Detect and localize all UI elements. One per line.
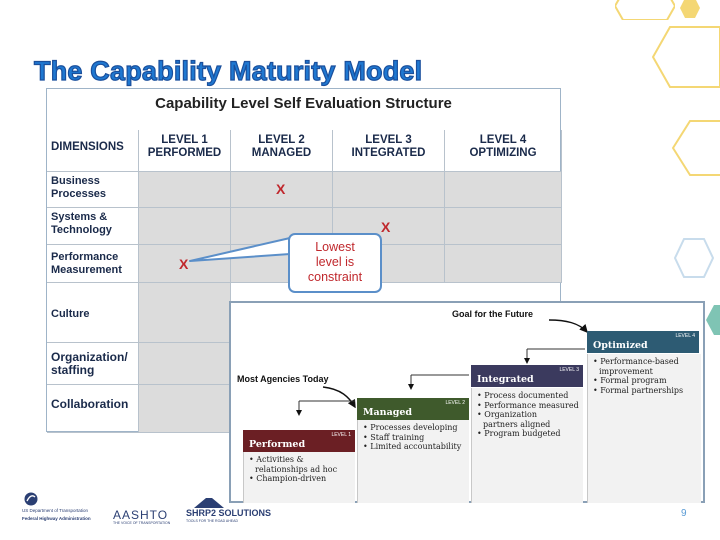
mark-business-processes-level-2: X: [276, 181, 286, 197]
callout-pointer: [189, 237, 291, 262]
step-performed-bullets: • Activities & relationships ad hoc • Ch…: [243, 452, 355, 503]
shrp2-logo: SHRP2 SOLUTIONS TOOLS FOR THE ROAD AHEAD: [186, 498, 272, 526]
step-optimized-bullets: • Performance-based improvement • Formal…: [587, 354, 701, 503]
maturity-staircase-diagram: Goal for the Future Most Agencies Today …: [229, 301, 705, 503]
hexagon-decoration-right-teal: [706, 305, 720, 335]
fhwa-text: Federal Highway Administration: [22, 516, 91, 521]
aashto-logo: AASHTO THE VOICE OF TRANSPORTATION: [113, 496, 177, 526]
hexagon-decoration-right-3: [674, 238, 714, 278]
row-culture: Culture: [47, 283, 139, 343]
shrp2-tagline: TOOLS FOR THE ROAD AHEAD: [186, 519, 238, 523]
page-number: 9: [681, 508, 687, 519]
lowest-level-callout: Lowest level is constraint: [288, 233, 382, 293]
aashto-text: AASHTO: [113, 508, 169, 522]
capability-evaluation-table: Capability Level Self Evaluation Structu…: [46, 88, 562, 433]
slide-title: The Capability Maturity Model: [33, 55, 423, 86]
row-organization-staffing: Organization/staffing: [47, 343, 139, 385]
hexagon-decoration-top-right: [680, 0, 700, 18]
mark-systems-technology-level-3: X: [381, 219, 391, 235]
step-integrated-bullets: • Process documented • Performance measu…: [471, 388, 583, 503]
row-systems-technology: Systems &Technology: [47, 208, 139, 245]
usdot-emblem-icon: [24, 492, 38, 506]
dimensions-header: DIMENSIONS: [47, 130, 139, 172]
step-managed-header: Managed LEVEL 2: [357, 398, 469, 420]
step-integrated-header: Integrated LEVEL 3: [471, 365, 583, 387]
shrp2-road-icon: [194, 498, 224, 508]
hexagon-decoration-right-1: [652, 26, 720, 88]
hexagon-decoration-top: [615, 0, 675, 20]
shrp2-text: SHRP2 SOLUTIONS: [186, 508, 272, 518]
table-title: Capability Level Self Evaluation Structu…: [155, 95, 452, 112]
step-performed-header: Performed LEVEL 1: [243, 430, 355, 452]
row-collaboration: Collaboration: [47, 385, 139, 433]
goal-for-the-future-label: Goal for the Future: [452, 309, 533, 319]
usdot-text: US Department of Transportation: [22, 508, 89, 513]
most-agencies-today-label: Most Agencies Today: [237, 374, 329, 384]
step-managed-bullets: • Processes developing • Staff training …: [357, 420, 469, 503]
staircase-arrows: [296, 319, 588, 416]
aashto-tagline: THE VOICE OF TRANSPORTATION: [113, 521, 171, 525]
step-optimized-header: Optimized LEVEL 4: [587, 331, 699, 353]
hexagon-decoration-right-2: [672, 120, 720, 176]
usdot-fhwa-logo: US Department of Transportation Federal …: [22, 492, 102, 532]
mark-performance-measurement-level-1: X: [179, 256, 189, 272]
